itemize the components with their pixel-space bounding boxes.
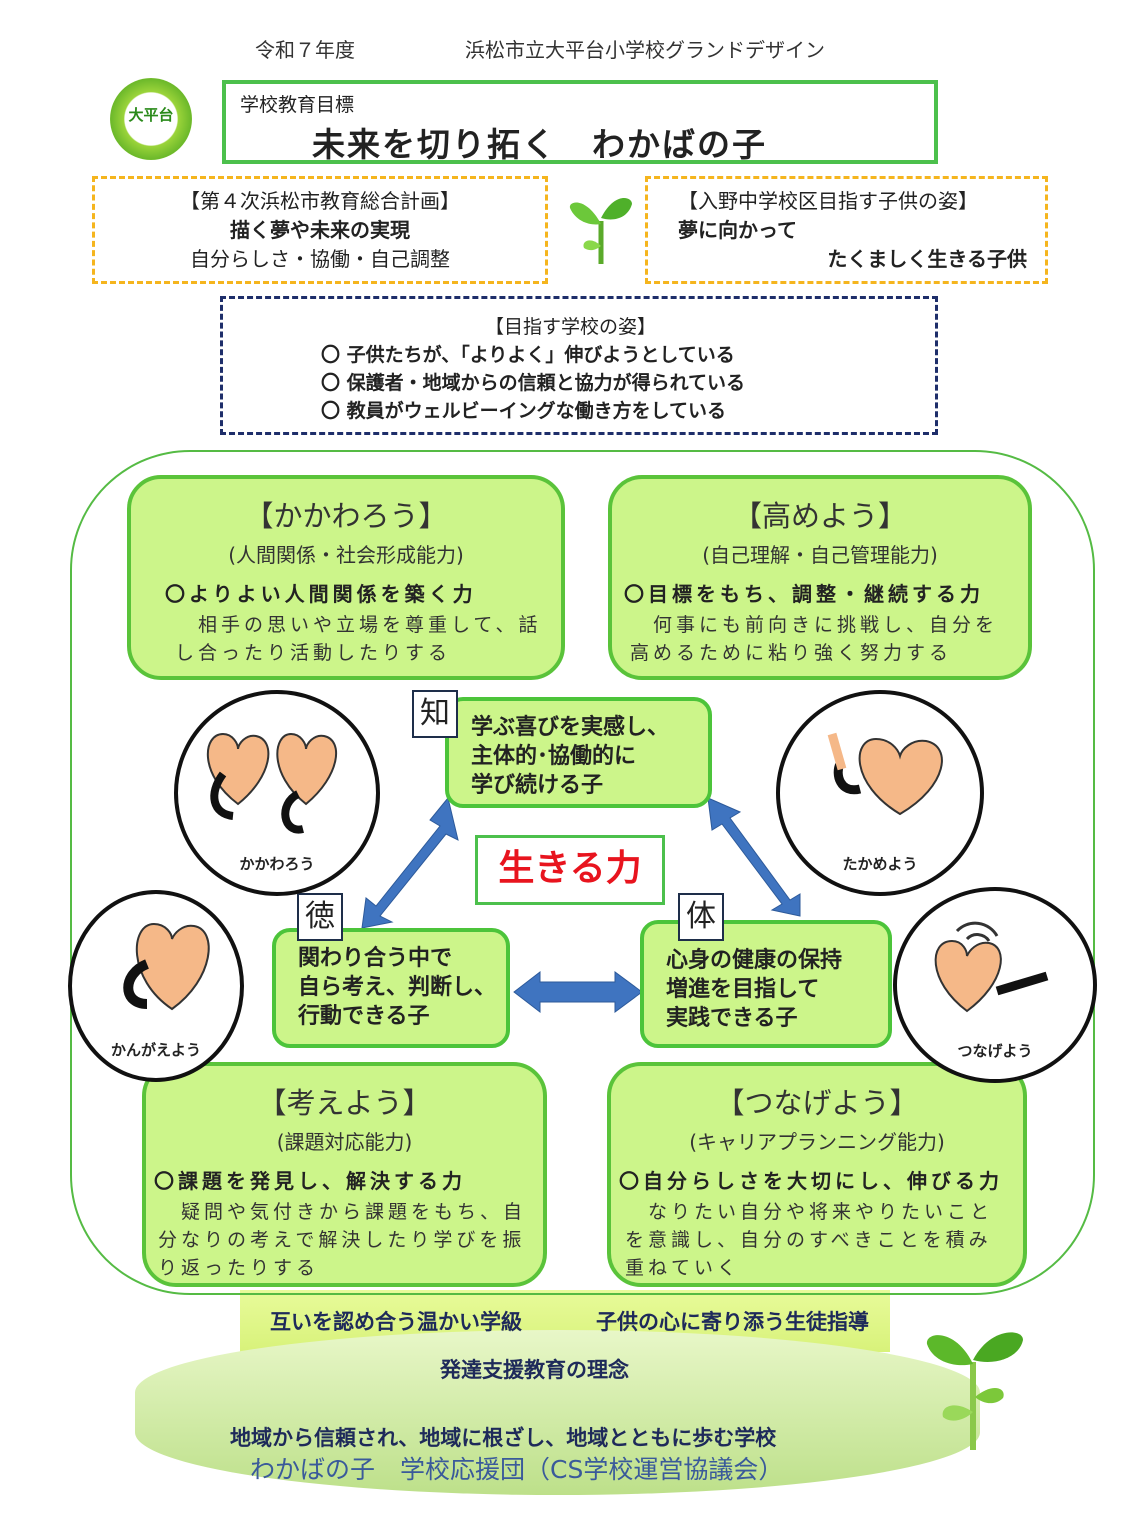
pillar-tai-box: 心身の健康の保持 増進を目指して 実践できる子: [640, 920, 892, 1048]
logo-text: 大平台: [128, 106, 174, 124]
character-label: つなげよう: [957, 1042, 1033, 1060]
quad-body: 何事にも前向きに挑戦し、自分を高めるために粘り強く努力する: [630, 614, 999, 664]
pillar-line: 行動できる子: [298, 1004, 430, 1029]
quad-body: 相手の思いや立場を尊重して、話し合ったり活動したりする: [175, 614, 542, 664]
pillar-line: 心身の健康の保持: [666, 948, 843, 973]
foundation-base: [135, 1330, 980, 1495]
character-kakawarou: かかわろう: [174, 690, 380, 896]
quad-kakawarou: 【かかわろう】 (人間関係・社会形成能力) 〇よりよい人間関係を築く力 相手の思…: [127, 475, 565, 680]
heart-character-icon: [123, 922, 210, 1011]
quad-subtitle: (自己理解・自己管理能力): [702, 543, 938, 567]
city-plan-line2: 自分らしさ・協働・自己調整: [190, 247, 450, 271]
tag-toku: 徳: [297, 893, 343, 941]
vision-item: 〇 保護者・地域からの信頼と協力が得られている: [321, 372, 746, 394]
quad-title: 【高めよう】: [732, 499, 907, 533]
district-box: 【入野中学校区目指す子供の姿】 夢に向かって たくましく生きる子供: [645, 176, 1048, 284]
heart-characters-icon: [206, 732, 338, 834]
quad-title: 【つなげよう】: [715, 1086, 919, 1120]
tag-tai: 体: [678, 893, 724, 941]
character-tsunageyou: つなげよう: [893, 887, 1097, 1083]
quad-tsunageyou: 【つなげよう】 (キャリアプランニング能力) 〇自分らしさを大切にし、伸びる力 …: [607, 1062, 1027, 1287]
pillar-line: 主体的･協働的に: [471, 744, 637, 769]
district-line2: たくましく生きる子供: [827, 247, 1027, 271]
pillar-chi-box: 学ぶ喜びを実感し、 主体的･協働的に 学び続ける子: [445, 697, 712, 808]
fiscal-year: 令和７年度: [255, 38, 355, 62]
quad-subtitle: (人間関係・社会形成能力): [228, 543, 464, 567]
character-kangaeyou: かんがえよう: [68, 890, 244, 1082]
arrow-toku-tai: [513, 970, 643, 1014]
pillar-line: 自ら考え、判断し、: [298, 975, 497, 1000]
district-line1: 夢に向かって: [678, 218, 797, 242]
goal-label: 学校教育目標: [240, 94, 355, 116]
school-vision-box: 【目指す学校の姿】 〇 子供たちが、「よりよく」伸びようとしている 〇 保護者・…: [220, 296, 938, 435]
pillar-line: 学び続ける子: [471, 773, 604, 798]
tag-chi: 知: [412, 690, 458, 738]
city-plan-line1: 描く夢や未来の実現: [230, 218, 410, 242]
vision-item: 〇 子供たちが、「よりよく」伸びようとしている: [321, 344, 735, 366]
pillar-line: 実践できる子: [666, 1006, 798, 1031]
support-text: わかばの子 学校応援団（CS学校運営協議会）: [250, 1455, 784, 1484]
sprout-icon: [926, 1332, 1023, 1450]
pillar-toku-box: 関わり合う中で 自ら考え、判断し、 行動できる子: [272, 928, 510, 1048]
quad-subtitle: (キャリアプランニング能力): [689, 1130, 945, 1154]
pillar-line: 増進を目指して: [666, 977, 820, 1002]
school-logo: 大平台: [110, 78, 192, 160]
document-title: 浜松市立大平台小学校グランドデザイン: [465, 38, 825, 62]
heart-character-icon: [827, 732, 943, 816]
quad-body: なりたい自分や将来やりたいことを意識し、自分のすべきことを積み重ねていく: [625, 1201, 994, 1279]
quad-body: 疑問や気付きから課題をもち、自分なりの考えで解決したり学びを振り返ったりする: [158, 1201, 527, 1279]
main-frame: [70, 450, 1095, 1295]
heart-character-icon: [934, 921, 1049, 1013]
district-title: 【入野中学校区目指す子供の姿】: [678, 189, 978, 213]
character-label: かかわろう: [239, 855, 315, 873]
vision-item: 〇 教員がウェルビーイングな働き方をしている: [321, 400, 727, 422]
quad-heading: 〇目標をもち、調整・継続する力: [624, 582, 984, 606]
sprout-icon: [569, 197, 632, 264]
quad-kangaeyou: 【考えよう】 (課題対応能力) 〇課題を発見し、解決する力 疑問や気付きから課題…: [142, 1062, 547, 1287]
character-takameyou: たかめよう: [776, 690, 984, 896]
quad-heading: 〇自分らしさを大切にし、伸びる力: [619, 1169, 1003, 1193]
arrow-chi-tai: [707, 797, 801, 917]
community-text: 地域から信頼され、地域に根ざし、地域とともに歩む学校: [230, 1426, 777, 1450]
quad-takameyou: 【高めよう】 (自己理解・自己管理能力) 〇目標をもち、調整・継続する力 何事に…: [608, 475, 1032, 680]
pillar-line: 学ぶ喜びを実感し、: [471, 715, 670, 740]
city-plan-box: 【第４次浜松市教育総合計画】 描く夢や未来の実現 自分らしさ・協働・自己調整: [92, 176, 548, 284]
character-label: かんがえよう: [110, 1041, 201, 1059]
school-goal-box: 学校教育目標 未来を切り拓く わかばの子: [222, 80, 938, 164]
quad-title: 【かかわろう】: [244, 499, 448, 533]
city-plan-title: 【第４次浜松市教育総合計画】: [180, 189, 460, 213]
philosophy-text: 発達支援教育の理念: [440, 1358, 629, 1382]
quad-subtitle: (課題対応能力): [276, 1130, 413, 1154]
band-left-text: 互いを認め合う温かい学級: [270, 1310, 522, 1334]
quad-heading: 〇よりよい人間関係を築く力: [165, 582, 477, 606]
quad-heading: 〇課題を発見し、解決する力: [154, 1169, 466, 1193]
goal-text: 未来を切り拓く わかばの子: [312, 125, 767, 164]
ikiru-chikara: 生きる力: [475, 835, 665, 905]
quad-title: 【考えよう】: [257, 1086, 432, 1120]
character-label: たかめよう: [842, 855, 918, 873]
vision-title: 【目指す学校の姿】: [485, 316, 657, 338]
pillar-line: 関わり合う中で: [298, 946, 453, 971]
band-right-text: 子供の心に寄り添う生徒指導: [596, 1310, 869, 1334]
